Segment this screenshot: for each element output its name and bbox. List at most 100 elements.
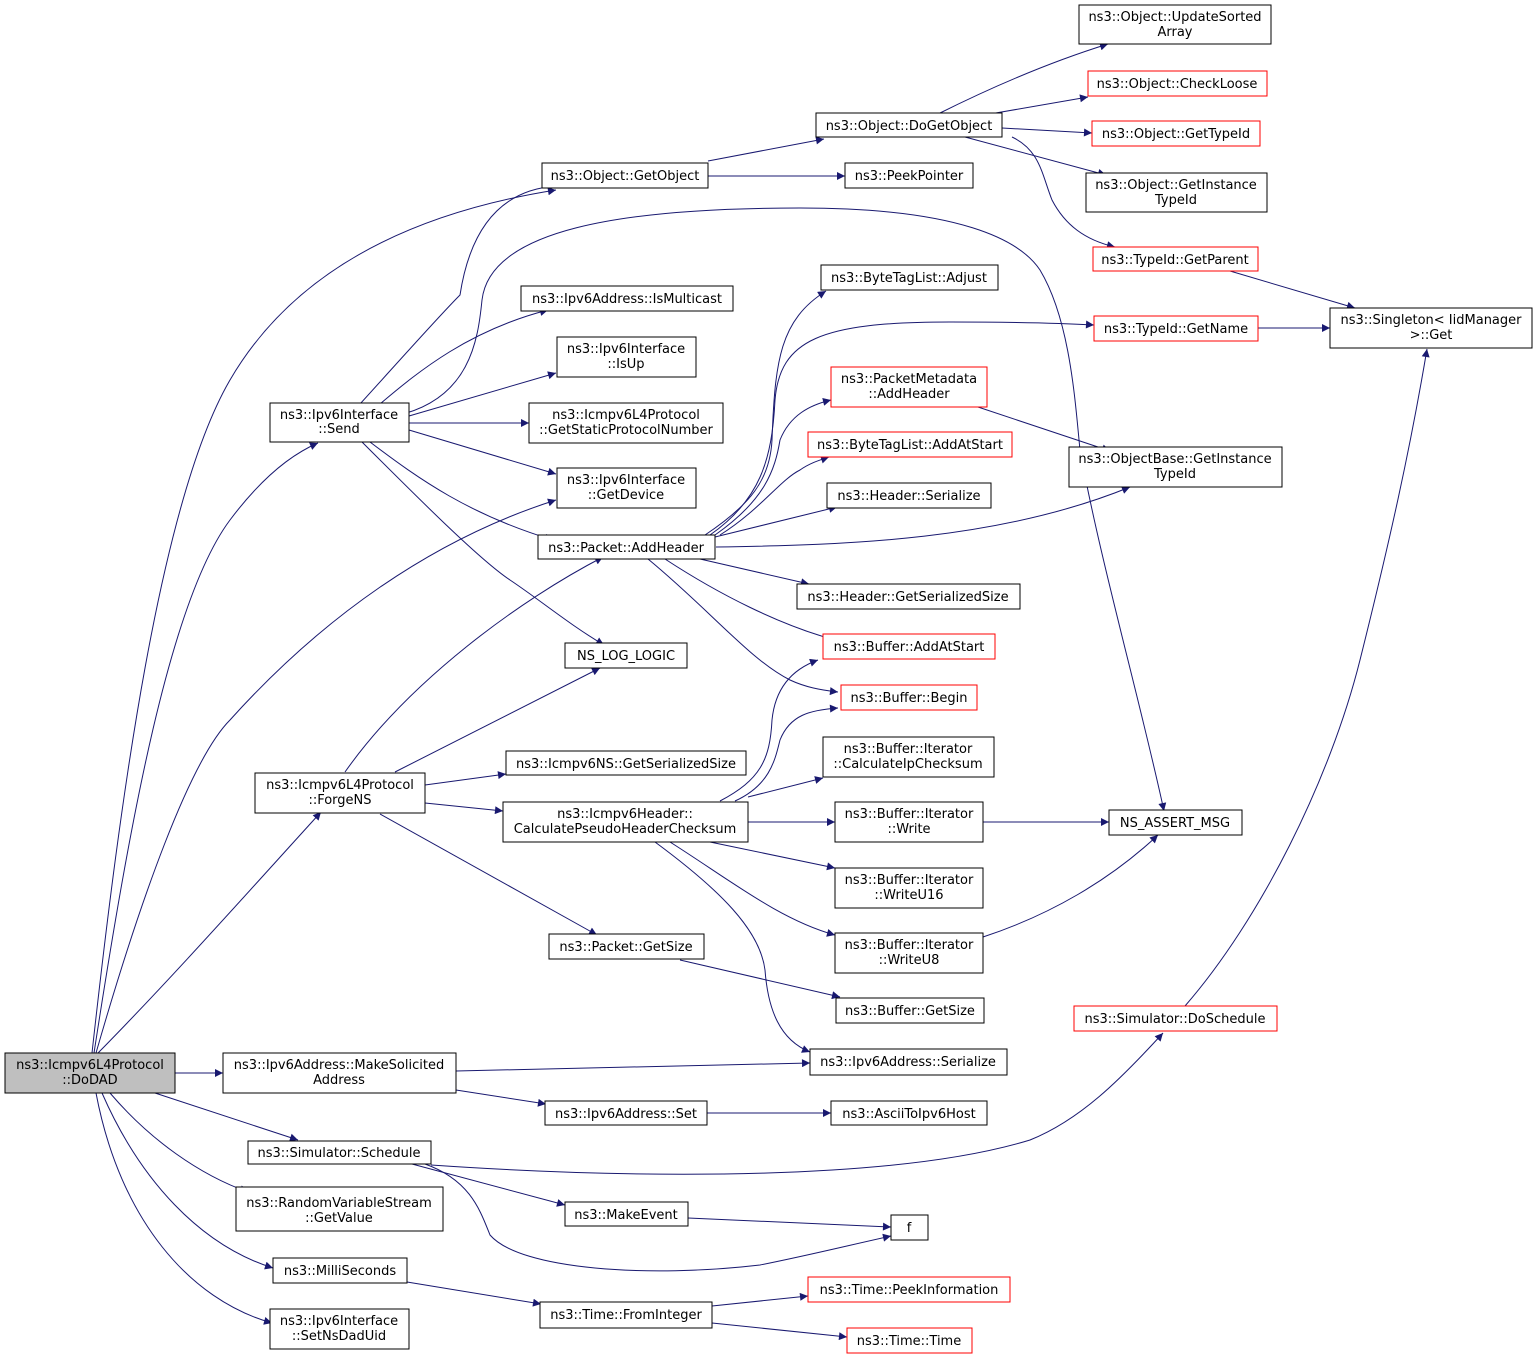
node-makesolicited[interactable]: ns3::Ipv6Address::MakeSolicited Address: [222, 1052, 457, 1094]
node-timetime[interactable]: ns3::Time::Time: [846, 1327, 973, 1354]
node-frominteger[interactable]: ns3::Time::FromInteger: [539, 1301, 713, 1329]
node-bufbegin[interactable]: ns3::Buffer::Begin: [840, 684, 978, 711]
node-peekinformation[interactable]: ns3::Time::PeekInformation: [807, 1276, 1011, 1303]
edge-dodad-getdevice: [95, 498, 557, 1054]
node-calcipchecksum[interactable]: ns3::Buffer::Iterator ::CalculateIpCheck…: [822, 736, 995, 778]
node-makesolicited-label-1: ns3::Ipv6Address::MakeSolicited: [234, 1058, 444, 1073]
node-checkloose[interactable]: ns3::Object::CheckLoose: [1087, 70, 1268, 97]
node-getinstancetypeid[interactable]: ns3::Object::GetInstance TypeId: [1085, 172, 1268, 213]
node-cphc[interactable]: ns3::Icmpv6Header:: CalculatePseudoHeade…: [502, 801, 749, 843]
node-bufgetsize-label: ns3::Buffer::GetSize: [845, 1004, 975, 1019]
node-setnsdaduid-label-2: ::SetNsDadUid: [292, 1329, 386, 1344]
node-updatesortedarray[interactable]: ns3::Object::UpdateSorted Array: [1078, 4, 1272, 45]
node-rvs[interactable]: ns3::RandomVariableStream ::GetValue: [235, 1186, 444, 1232]
edge-addheader-getname: [709, 320, 1095, 536]
node-setnsdaduid[interactable]: ns3::Ipv6Interface ::SetNsDadUid: [269, 1308, 410, 1350]
node-isup[interactable]: ns3::Ipv6Interface ::IsUp: [556, 336, 697, 378]
node-doschedule[interactable]: ns3::Simulator::DoSchedule: [1073, 1005, 1278, 1032]
edge-forgens-cphc: [424, 802, 504, 815]
node-frominteger-label: ns3::Time::FromInteger: [550, 1308, 702, 1323]
node-btladjust[interactable]: ns3::ByteTagList::Adjust: [820, 264, 999, 291]
node-gettypeid[interactable]: ns3::Object::GetTypeId: [1091, 120, 1261, 147]
node-dogetobject[interactable]: ns3::Object::DoGetObject: [815, 112, 1003, 138]
node-getobject-label: ns3::Object::GetObject: [551, 169, 700, 184]
node-singleton-get[interactable]: ns3::Singleton< IidManager >::Get: [1329, 307, 1533, 349]
node-f[interactable]: f: [890, 1214, 929, 1241]
node-timetime-label: ns3::Time::Time: [857, 1334, 961, 1349]
node-getobject[interactable]: ns3::Object::GetObject: [541, 162, 709, 189]
node-gspn-label-2: ::GetStaticProtocolNumber: [539, 423, 713, 438]
edge-cphc-bufaas: [719, 658, 819, 802]
edge-dogetobj-updatesorted: [937, 42, 1109, 115]
node-singleton-label-2: >::Get: [1410, 328, 1453, 343]
node-schedule[interactable]: ns3::Simulator::Schedule: [247, 1140, 432, 1165]
node-getparent[interactable]: ns3::TypeId::GetParent: [1092, 246, 1259, 272]
node-objectbase-getinstancetypeid[interactable]: ns3::ObjectBase::GetInstance TypeId: [1068, 446, 1283, 488]
node-hgss[interactable]: ns3::Header::GetSerializedSize: [796, 583, 1021, 610]
edge-pmah-obgit: [974, 405, 1111, 453]
node-addheader[interactable]: ns3::Packet::AddHeader: [537, 534, 716, 560]
node-gspn[interactable]: ns3::Icmpv6L4Protocol ::GetStaticProtoco…: [528, 402, 724, 444]
node-nsassertmsg[interactable]: NS_ASSERT_MSG: [1108, 809, 1243, 836]
node-write-label-1: ns3::Buffer::Iterator: [845, 807, 974, 822]
node-bufgetsize[interactable]: ns3::Buffer::GetSize: [835, 997, 985, 1024]
edge-schedule-makeevent: [411, 1163, 566, 1207]
edge-forgens-icmpv6nsgss: [424, 771, 507, 786]
node-forgens-label-2: ::ForgeNS: [308, 793, 371, 808]
edge-dogetobj-gettypeid: [1001, 127, 1093, 137]
node-dodad[interactable]: ns3::Icmpv6L4Protocol ::DoDAD: [4, 1052, 176, 1094]
edge-makesol-ipv6serialize: [455, 1059, 811, 1072]
node-write[interactable]: ns3::Buffer::Iterator ::Write: [834, 801, 984, 843]
node-send[interactable]: ns3::Ipv6Interface ::Send: [269, 402, 410, 443]
node-packetgetsize[interactable]: ns3::Packet::GetSize: [548, 933, 705, 960]
edge-makesol-ipv6set: [455, 1089, 547, 1107]
edge-dodad-send: [93, 442, 319, 1054]
node-icmpv6nsgss[interactable]: ns3::Icmpv6NS::GetSerializedSize: [505, 750, 747, 776]
node-peekpointer[interactable]: ns3::PeekPointer: [844, 162, 974, 189]
node-dogetobject-label: ns3::Object::DoGetObject: [826, 119, 993, 134]
edge-makeevent-f: [687, 1217, 892, 1231]
node-updatesortedarray-label-2: Array: [1157, 25, 1192, 40]
node-btlaas[interactable]: ns3::ByteTagList::AddAtStart: [807, 431, 1013, 458]
node-gettypeid-label: ns3::Object::GetTypeId: [1102, 127, 1250, 142]
node-ismulticast-label: ns3::Ipv6Address::IsMulticast: [532, 292, 722, 307]
edge-addheader-btlaas: [719, 455, 830, 536]
node-objectbase-label-1: ns3::ObjectBase::GetInstance: [1078, 452, 1271, 467]
node-pmah-label-2: ::AddHeader: [868, 387, 950, 402]
node-pmah[interactable]: ns3::PacketMetadata ::AddHeader: [830, 366, 988, 408]
node-getdevice[interactable]: ns3::Ipv6Interface ::GetDevice: [556, 467, 697, 509]
node-makeevent[interactable]: ns3::MakeEvent: [564, 1201, 689, 1227]
node-writeu16[interactable]: ns3::Buffer::Iterator ::WriteU16: [834, 867, 984, 909]
node-write-label-2: ::Write: [887, 822, 930, 837]
node-forgens[interactable]: ns3::Icmpv6L4Protocol ::ForgeNS: [254, 772, 426, 814]
node-getdevice-label-1: ns3::Ipv6Interface: [567, 473, 685, 488]
edge-milli-frominteger: [406, 1281, 542, 1307]
node-getinstancetypeid-label-2: TypeId: [1154, 193, 1197, 208]
node-doschedule-label: ns3::Simulator::DoSchedule: [1084, 1012, 1265, 1027]
edges: [91, 42, 1430, 1341]
node-ascii[interactable]: ns3::AsciiToIpv6Host: [830, 1100, 988, 1126]
node-milliseconds-label: ns3::MilliSeconds: [284, 1264, 397, 1279]
node-ismulticast[interactable]: ns3::Ipv6Address::IsMulticast: [520, 285, 734, 312]
node-writeu8[interactable]: ns3::Buffer::Iterator ::WriteU8: [834, 932, 984, 974]
edge-frominteger-peekinfo: [711, 1292, 809, 1307]
node-ipv6serialize[interactable]: ns3::Ipv6Address::Serialize: [809, 1048, 1008, 1076]
node-milliseconds[interactable]: ns3::MilliSeconds: [272, 1257, 408, 1284]
node-singleton-label-1: ns3::Singleton< IidManager: [1340, 313, 1522, 328]
node-isup-label-1: ns3::Ipv6Interface: [567, 342, 685, 357]
node-btlaas-label: ns3::ByteTagList::AddAtStart: [817, 438, 1003, 453]
node-writeu8-label-1: ns3::Buffer::Iterator: [845, 938, 974, 953]
edge-writeu8-nsassert: [982, 834, 1159, 938]
edge-dodad-getobject: [91, 187, 557, 1054]
node-ipv6set[interactable]: ns3::Ipv6Address::Set: [544, 1100, 708, 1126]
node-getname[interactable]: ns3::TypeId::GetName: [1093, 315, 1259, 342]
node-rvs-label-2: ::GetValue: [305, 1211, 373, 1226]
node-bufaas[interactable]: ns3::Buffer::AddAtStart: [822, 633, 996, 660]
node-send-label-2: ::Send: [318, 422, 360, 437]
edge-addheader-hserialize: [714, 505, 838, 538]
edge-send-nsassert: [394, 207, 1167, 812]
node-nslog[interactable]: NS_LOG_LOGIC: [564, 642, 688, 669]
node-hserialize[interactable]: ns3::Header::Serialize: [826, 482, 992, 509]
node-getdevice-label-2: ::GetDevice: [588, 488, 664, 503]
